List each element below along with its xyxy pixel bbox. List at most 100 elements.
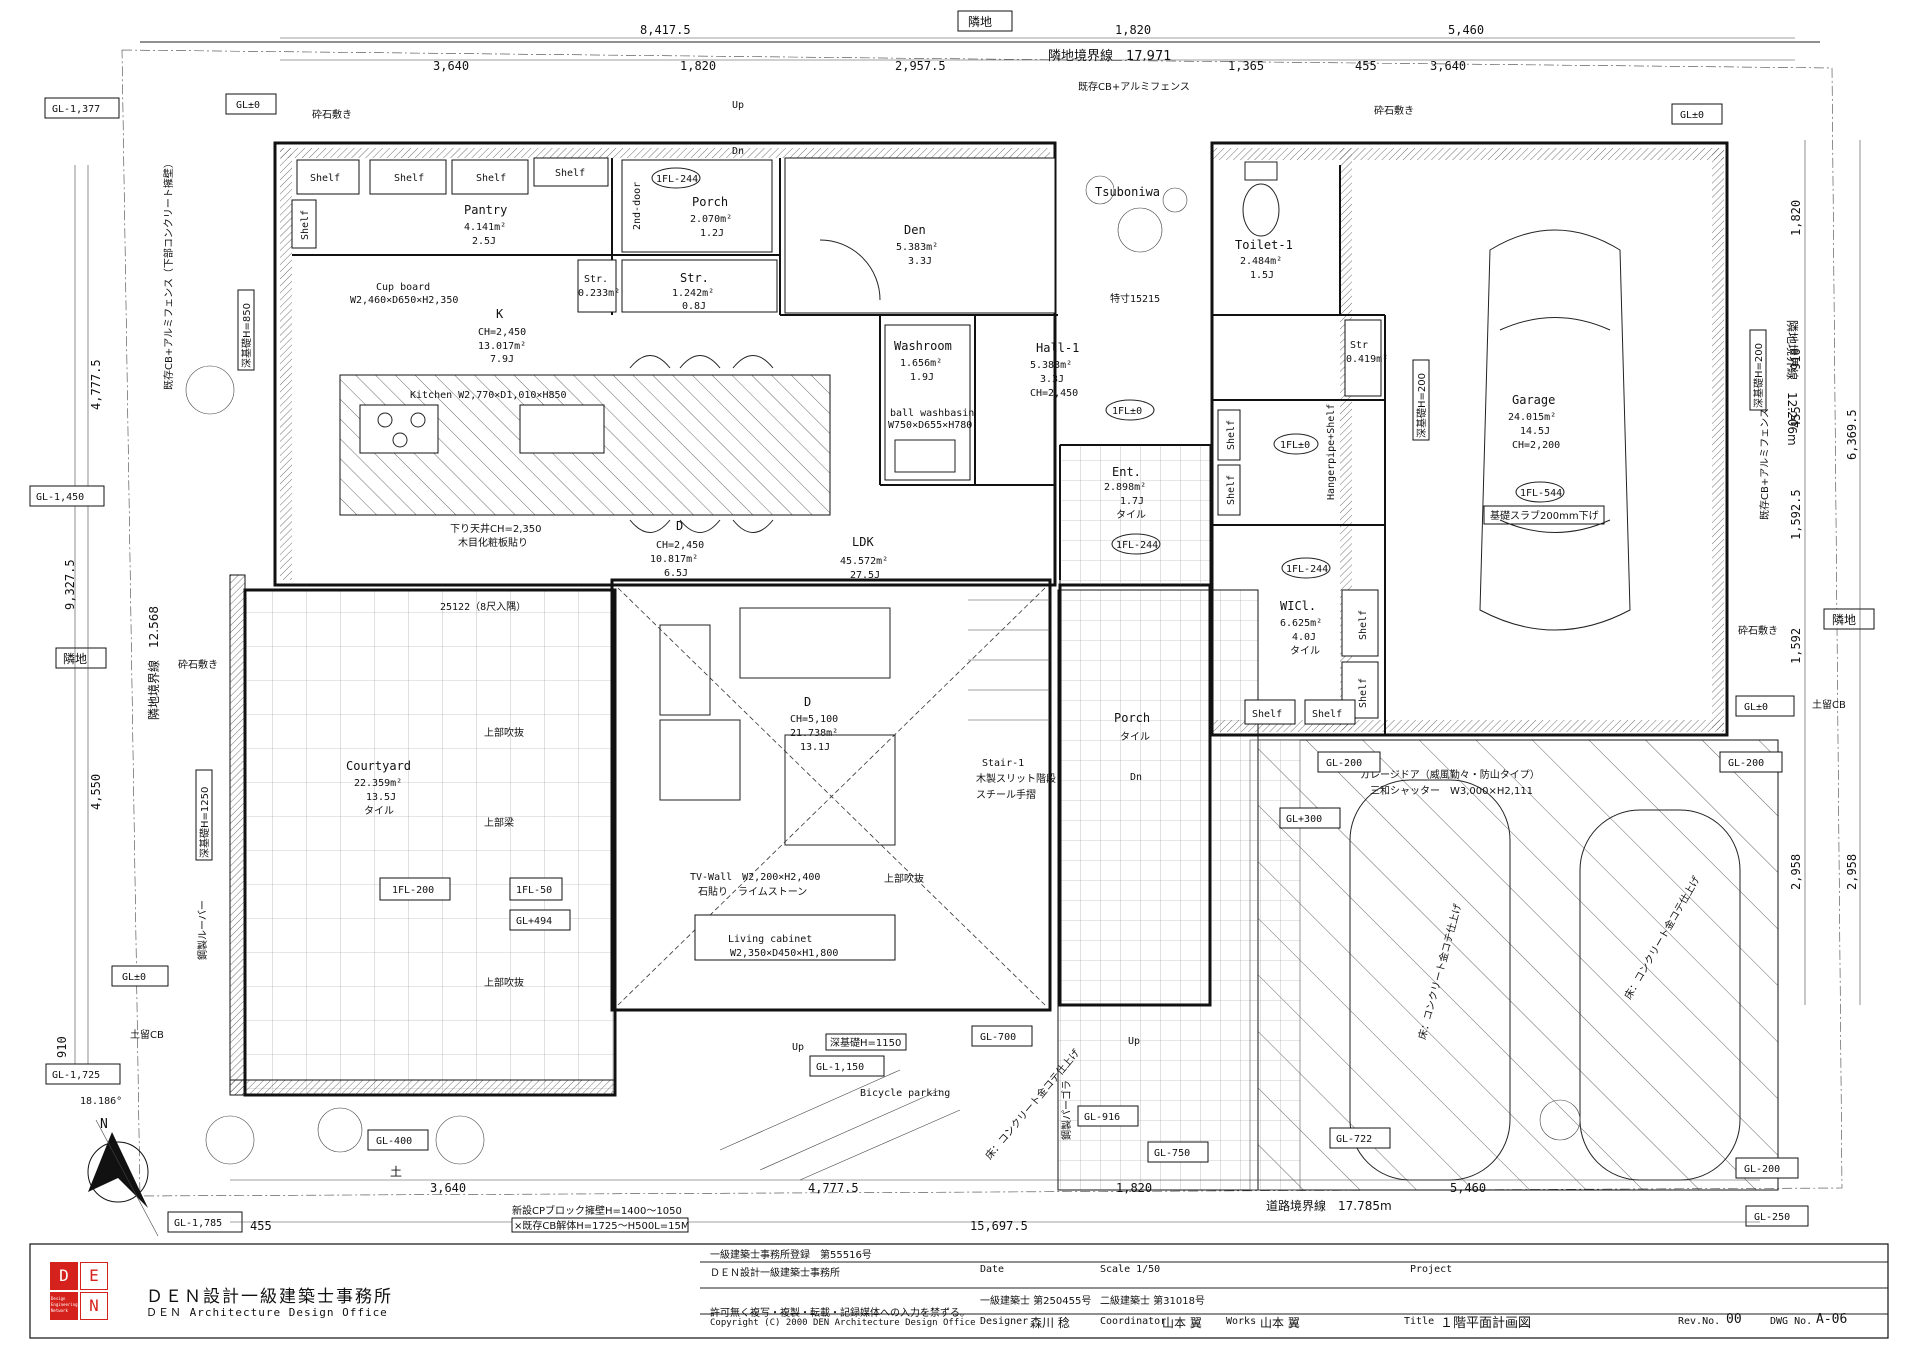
garage-slab-label: 基礎スラブ200mm下げ (1490, 509, 1599, 522)
svg-text:スチール手摺: スチール手摺 (976, 788, 1036, 801)
svg-text:GL-750: GL-750 (1154, 1148, 1190, 1159)
coordinator-name: 山本 翼 (1162, 1316, 1202, 1330)
svg-text:910: 910 (1789, 348, 1803, 370)
garage-door-label: ガレージドア（威風勤々・防山タイプ） (1360, 768, 1540, 781)
room-dining: D CH=2,450 10.817m² 6.5J (650, 519, 704, 579)
svg-text:深基礎H=850: 深基礎H=850 (240, 303, 253, 368)
svg-text:GL±0: GL±0 (1680, 110, 1704, 121)
notice: 許可無く複写・複製・転載・記録媒体への入力を禁ずる。 (710, 1308, 970, 1319)
level-fl244-entrance: 1FL-244 (1116, 540, 1158, 551)
louver-label: 鋼製ルーバー (196, 900, 209, 960)
bar-stools (629, 355, 774, 533)
courtyard-floor (243, 588, 617, 1097)
svg-text:GL+300: GL+300 (1286, 814, 1322, 825)
dome-cb-label-1: 土留CB (130, 1028, 164, 1041)
neighbor-badge-right (1823, 608, 1875, 630)
hangerpipe-label: Hangerpipe+Shelf (1326, 404, 1337, 500)
svg-text:3,640: 3,640 (1430, 59, 1466, 73)
svg-text:14.5J: 14.5J (1520, 426, 1550, 437)
site-boundary (121, 49, 1843, 1197)
office-small: ＤＥＮ設計一級建築士事務所 (710, 1268, 840, 1279)
level-fl50: 1FL-50 (516, 885, 552, 896)
svg-text:Str.: Str. (680, 271, 709, 285)
str-small-label: Str. (584, 274, 608, 285)
logo-d: D (50, 1262, 78, 1290)
svg-text:4.0J: 4.0J (1292, 632, 1316, 643)
svg-text:2,958: 2,958 (1845, 854, 1859, 890)
svg-text:1,820: 1,820 (1116, 1181, 1152, 1195)
svg-text:Shelf: Shelf (476, 173, 506, 184)
svg-text:W2,460×D650×H2,350: W2,460×D650×H2,350 (350, 295, 458, 306)
svg-text:7.9J: 7.9J (490, 354, 514, 365)
svg-text:2,957.5: 2,957.5 (895, 59, 946, 73)
fence-left-label: 既存CB+アルミフェンス（下部コンクリート擁壁） (162, 158, 175, 390)
building-walls (273, 141, 1729, 1012)
office-name: ＤＥＮ設計一級建築士事務所 (146, 1287, 393, 1307)
svg-text:深基礎H=200: 深基礎H=200 (1752, 343, 1765, 408)
neighbor-badge-top (957, 10, 1013, 32)
designer-label: Designer (980, 1316, 1029, 1327)
kitchen-island-label: Kitchen W2,770×D1,010×H850 (410, 390, 567, 401)
earth-label: 土 (390, 1165, 402, 1179)
svg-text:3.3J: 3.3J (908, 256, 932, 267)
svg-text:1,820: 1,820 (1115, 23, 1151, 37)
svg-text:D: D (676, 519, 683, 533)
svg-text:4,550: 4,550 (89, 774, 103, 810)
wicl-shelves: Shelf Shelf Shelf Shelf (1244, 589, 1379, 725)
svg-text:Cup board: Cup board (376, 282, 430, 293)
svg-text:0.8J: 0.8J (682, 301, 706, 312)
svg-text:Pantry: Pantry (464, 203, 507, 217)
beam-up-label: 上部梁 (484, 816, 514, 829)
entrance-floor (1059, 444, 1211, 586)
svg-text:2.898m²: 2.898m² (1104, 482, 1146, 493)
svg-text:ball washbasin: ball washbasin (890, 408, 974, 419)
svg-text:GL±0: GL±0 (122, 972, 146, 983)
level-fl544-garage: 1FL-544 (1520, 488, 1562, 499)
svg-text:CH=2,200: CH=2,200 (1512, 440, 1560, 451)
dwg-label: DWG No. (1770, 1316, 1813, 1327)
svg-text:WICl.: WICl. (1280, 599, 1316, 613)
str-right-label: Str (1350, 340, 1368, 351)
svg-text:CH=2,450: CH=2,450 (1030, 388, 1078, 399)
room-str-box (621, 259, 778, 313)
stair-treads (968, 599, 1050, 721)
room-entrance: Ent. 2.898m² 1.7J タイル (1104, 465, 1146, 521)
fence-top-label: 既存CB+アルミフェンス (1078, 80, 1190, 93)
svg-text:9,327.5: 9,327.5 (63, 559, 77, 610)
level-fl200: 1FL-200 (392, 885, 434, 896)
washbasin-icon (894, 439, 956, 473)
neighbor-label-right: 隣地 (1832, 612, 1856, 627)
svg-text:Shelf: Shelf (1358, 610, 1369, 640)
svg-text:GL-1,785: GL-1,785 (174, 1218, 222, 1229)
svg-text:5.383m²: 5.383m² (896, 242, 938, 253)
room-porch-lower: Porch タイル (1114, 711, 1150, 743)
shutter-label: 三和シャッター W3,000×H2,111 (1370, 785, 1533, 797)
svg-text:455: 455 (250, 1219, 272, 1233)
svg-text:GL±0: GL±0 (1744, 702, 1768, 713)
drawing-title: １階平面計画図 (1440, 1316, 1532, 1331)
room-porch-top-box (621, 159, 773, 253)
shelves-top: Shelf Shelf Shelf Shelf Shelf (291, 157, 609, 249)
room-porch-top: Porch 2.070m² 1.2J 2nd-door (632, 182, 732, 239)
designer-name: 森川 稔 (1030, 1316, 1070, 1330)
level-fl244-porch: 1FL-244 (656, 174, 698, 185)
svg-text:22.359m²: 22.359m² (354, 778, 402, 789)
svg-text:1.242m²: 1.242m² (672, 288, 714, 299)
boundary-right-label: 隣地境界線 12.206m (1785, 320, 1800, 446)
room-den: Den 5.383m² 3.3J (896, 223, 938, 267)
bicycle-icons (719, 1069, 961, 1181)
svg-text:GL-400: GL-400 (376, 1136, 412, 1147)
svg-text:Washroom: Washroom (894, 339, 952, 353)
svg-text:GL-1,450: GL-1,450 (36, 492, 84, 503)
svg-text:Shelf: Shelf (300, 210, 311, 240)
date-label: Date (980, 1264, 1005, 1275)
svg-text:タイル: タイル (1290, 645, 1320, 657)
svg-text:13.1J: 13.1J (800, 742, 830, 753)
svg-text:GL-916: GL-916 (1084, 1112, 1120, 1123)
architect-2: 二級建築士 第31018号 (1100, 1296, 1205, 1307)
svg-text:木製スリット階段: 木製スリット階段 (976, 772, 1056, 785)
room-courtyard: Courtyard 22.359m² 13.5J タイル (346, 759, 411, 817)
coordinator-label: Coordinator (1100, 1316, 1167, 1327)
svg-text:1,820: 1,820 (1789, 200, 1803, 236)
svg-text:1,820: 1,820 (680, 59, 716, 73)
